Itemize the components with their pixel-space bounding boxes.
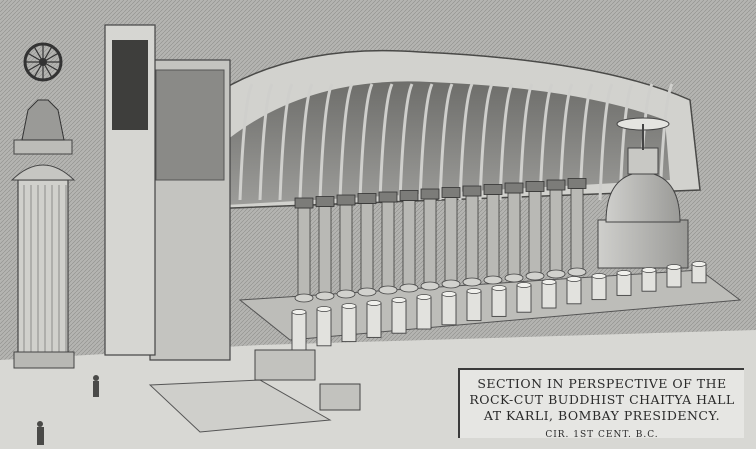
stupa-base <box>597 219 689 269</box>
stupa-harmika <box>627 147 659 175</box>
caption-line-2: ROCK-CUT BUDDHIST CHAITYA HALL <box>469 392 735 407</box>
entrance-steps <box>148 379 332 433</box>
back-colonnade <box>294 178 587 303</box>
dharma-wheel <box>23 42 63 82</box>
facade-window-grid <box>155 69 225 181</box>
lion-pillar <box>10 42 76 369</box>
screen-opening <box>112 40 148 130</box>
caption-line-3: AT KARLI, BOMBAY PRESIDENCY. <box>483 408 721 423</box>
caption-line-1: SECTION IN PERSPECTIVE OF THE <box>477 376 727 391</box>
railing-block <box>254 349 316 381</box>
front-column-stumps <box>291 261 707 351</box>
human-figure <box>37 375 99 445</box>
railing-block-2 <box>319 383 361 411</box>
caption-date: CIR. 1ST CENT. B.C. <box>545 430 659 440</box>
caption-box: SECTION IN PERSPECTIVE OF THE ROCK-CUT B… <box>458 368 744 440</box>
